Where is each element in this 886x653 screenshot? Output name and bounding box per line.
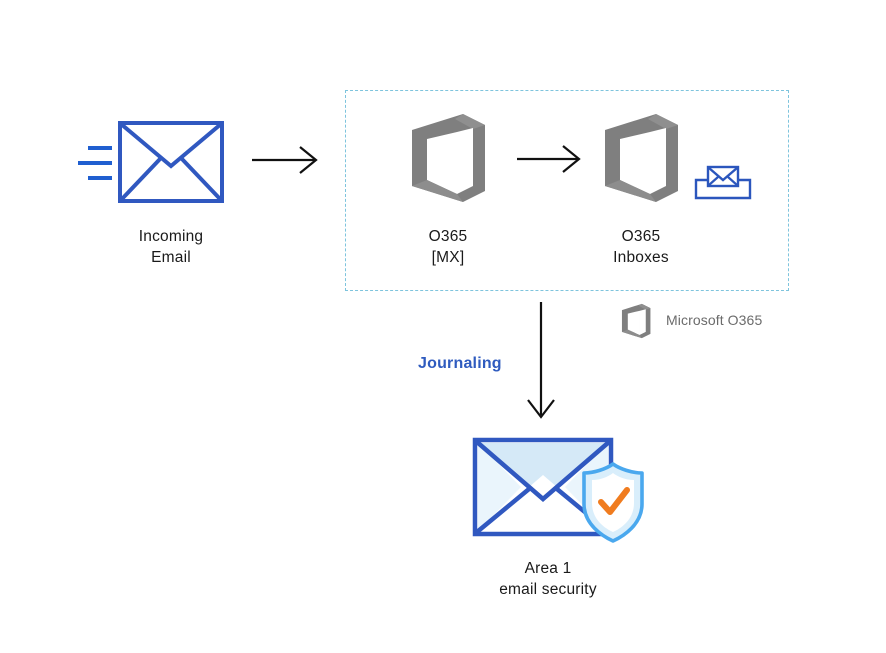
office-365-box-icon-mx <box>407 112 489 204</box>
legend-item-label: Microsoft O365 <box>666 312 763 328</box>
incoming-email-label: Incoming Email <box>138 228 204 266</box>
o365-mx-label: O365 [MX] <box>428 228 468 266</box>
office-365-box-icon-legend <box>620 302 652 340</box>
arrow-down-icon-journaling <box>524 302 558 420</box>
area1-envelope-shield-icon <box>472 437 644 547</box>
inbox-tray-envelope-icon <box>694 161 752 201</box>
arrow-right-icon-mx-to-inboxes <box>517 143 583 175</box>
journaling-edge-label: Journaling <box>418 355 502 372</box>
arrow-right-icon-incoming-to-mx <box>252 144 320 176</box>
microsoft-o365-group-boundary <box>345 90 789 291</box>
legend: Microsoft O365 <box>620 302 800 346</box>
area1-label: Area 1 email security <box>499 560 597 598</box>
incoming-email-envelope-icon <box>118 121 224 203</box>
office-365-box-icon-inboxes <box>600 112 682 204</box>
o365-inboxes-label: O365 Inboxes <box>613 228 669 266</box>
email-speed-lines-icon <box>78 143 114 183</box>
